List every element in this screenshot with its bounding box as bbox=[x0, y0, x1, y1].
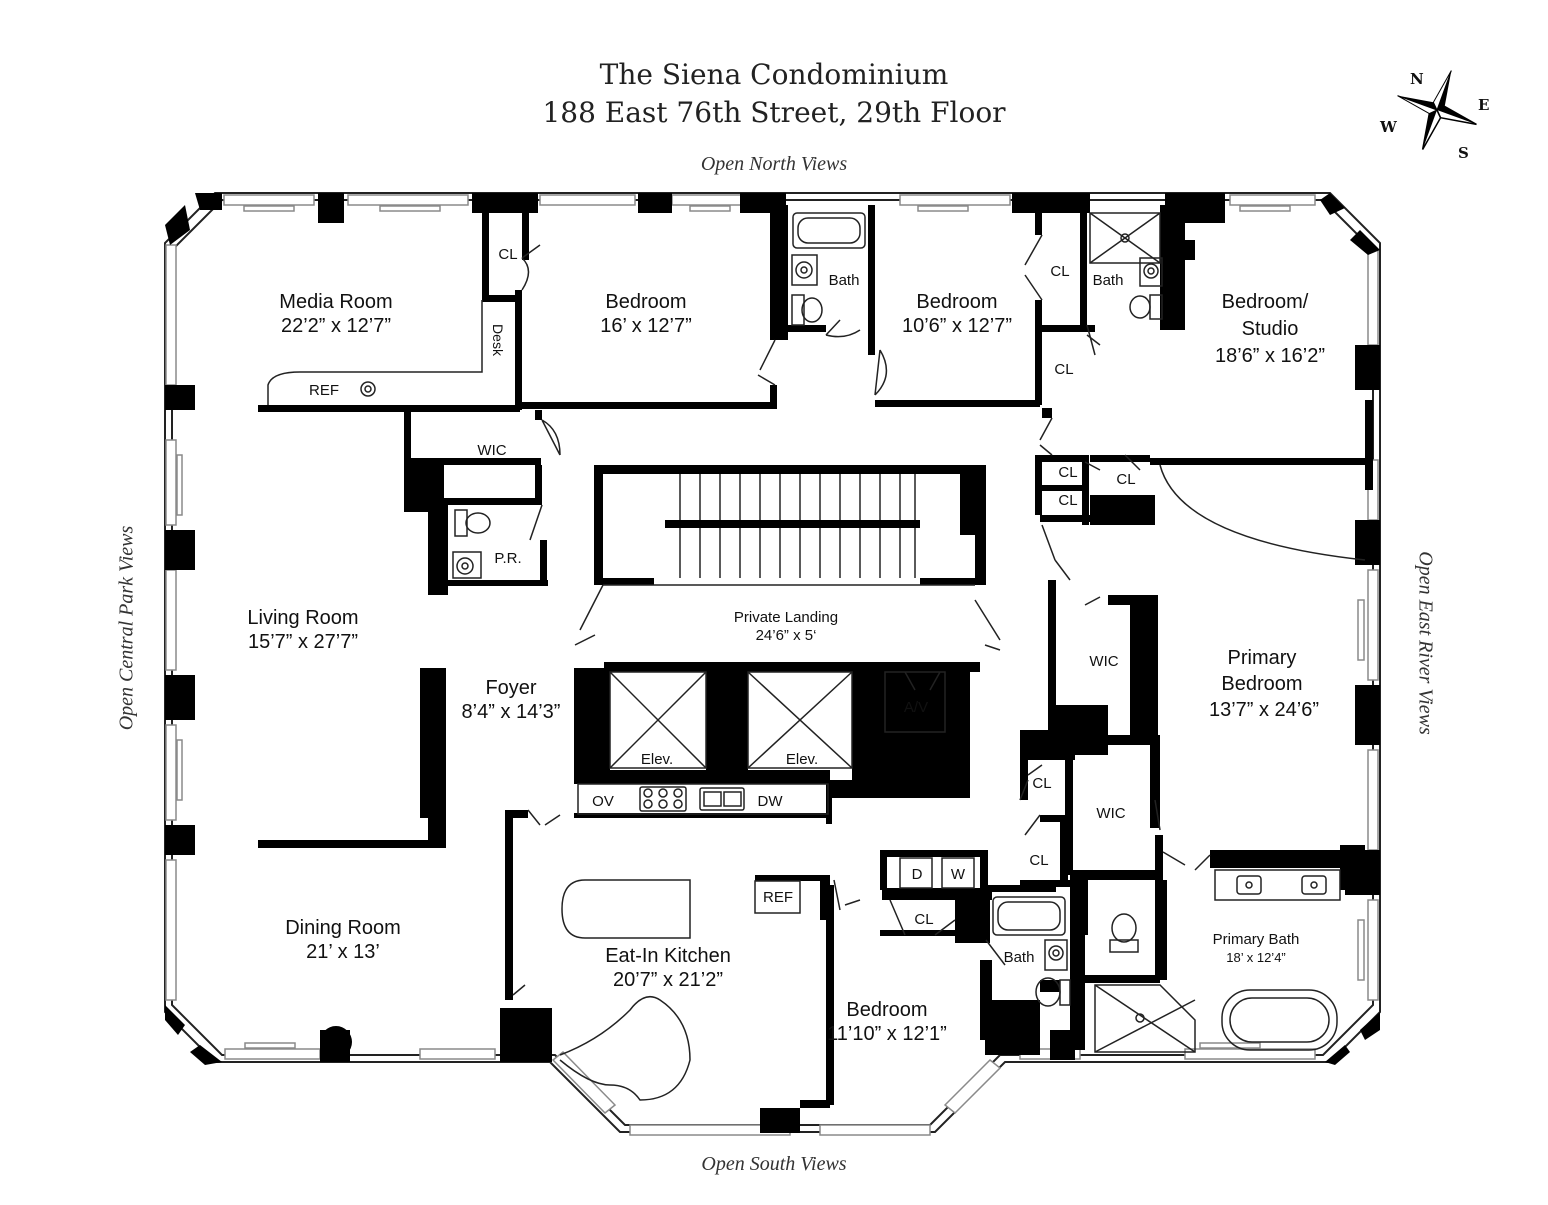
room-name: Bedroom bbox=[846, 999, 927, 1021]
room-name: Foyer bbox=[485, 677, 536, 699]
room-name: Eat-In Kitchen bbox=[605, 945, 731, 967]
ref-label: REF bbox=[309, 382, 339, 399]
room-name: Living Room bbox=[247, 607, 358, 629]
compass-n: N bbox=[1410, 70, 1424, 88]
ref-label: REF bbox=[763, 889, 793, 906]
small-labels: CL CL CL CL CL CL CL CL CL Bath Bath Bat… bbox=[309, 246, 1136, 966]
compass-icon bbox=[1397, 70, 1477, 150]
compass-w: W bbox=[1379, 118, 1398, 136]
room-size: 18’6” x 16’2” bbox=[1215, 345, 1325, 367]
room-size: 16’ x 12’7” bbox=[600, 315, 692, 337]
interior-walls bbox=[258, 205, 1380, 1108]
closet-label: CL bbox=[914, 911, 933, 928]
room-labels: Media Room 22’2” x 12’7” Bedroom 16’ x 1… bbox=[247, 291, 1325, 1045]
compass-e: E bbox=[1478, 96, 1489, 114]
view-label-north: Open North Views bbox=[700, 153, 848, 175]
closet-label: CL bbox=[1058, 492, 1077, 509]
wic-label: WIC bbox=[1096, 805, 1125, 822]
bath-label: Bath bbox=[1004, 949, 1035, 966]
room-name: Primary bbox=[1228, 647, 1297, 669]
room-name: Bedroom bbox=[916, 291, 997, 313]
room-name: Private Landing bbox=[734, 609, 838, 626]
av-label: A/V bbox=[904, 699, 928, 716]
room-size: 24’6” x 5‘ bbox=[756, 627, 817, 644]
wic-label: WIC bbox=[1089, 653, 1118, 670]
room-size: 11’10” x 12’1” bbox=[827, 1023, 947, 1045]
staircase bbox=[603, 474, 975, 586]
oven-label: OV bbox=[592, 793, 614, 810]
windows bbox=[165, 194, 1379, 1136]
desk-label: Desk bbox=[490, 324, 506, 357]
closet-label: CL bbox=[498, 246, 517, 263]
bath-label: Bath bbox=[829, 272, 860, 289]
room-size: 18’ x 12’4” bbox=[1226, 950, 1286, 965]
room-name: Bedroom bbox=[605, 291, 686, 313]
closet-label: CL bbox=[1116, 471, 1135, 488]
washer-label: W bbox=[951, 866, 966, 883]
plan-address: 188 East 76th Street, 29th Floor bbox=[542, 96, 1006, 129]
dryer-label: D bbox=[912, 866, 923, 883]
wic-label: WIC bbox=[477, 442, 506, 459]
compass-s: S bbox=[1458, 144, 1469, 162]
elevator-label: Elev. bbox=[786, 751, 818, 768]
exterior-walls bbox=[165, 193, 1380, 1133]
view-label-south: Open South Views bbox=[701, 1153, 847, 1175]
closet-label: CL bbox=[1058, 464, 1077, 481]
closet-label: CL bbox=[1032, 775, 1051, 792]
closet-label: CL bbox=[1054, 361, 1073, 378]
room-name: Primary Bath bbox=[1213, 931, 1300, 948]
room-size: 10’6” x 12’7” bbox=[902, 315, 1012, 337]
dishwasher-label: DW bbox=[758, 793, 784, 810]
room-size: 13’7” x 24’6” bbox=[1209, 699, 1319, 721]
room-size: 15’7” x 27’7” bbox=[248, 631, 358, 653]
powder-room-label: P.R. bbox=[494, 550, 521, 567]
elevator-label: Elev. bbox=[641, 751, 673, 768]
room-name-2: Studio bbox=[1242, 318, 1299, 340]
room-size: 22’2” x 12’7” bbox=[281, 315, 391, 337]
view-label-east: Open East River Views bbox=[1414, 551, 1437, 735]
room-name: Dining Room bbox=[285, 917, 401, 939]
view-label-west: Open Central Park Views bbox=[115, 525, 138, 731]
bath-label: Bath bbox=[1093, 272, 1124, 289]
plan-title: The Siena Condominium bbox=[599, 58, 949, 91]
room-name: Bedroom/ bbox=[1222, 291, 1309, 313]
room-name-2: Bedroom bbox=[1221, 673, 1302, 695]
room-size: 20’7” x 21’2” bbox=[613, 969, 723, 991]
closet-label: CL bbox=[1029, 852, 1048, 869]
room-name: Media Room bbox=[279, 291, 392, 313]
room-size: 21’ x 13’ bbox=[306, 941, 380, 963]
closet-label: CL bbox=[1050, 263, 1069, 280]
room-size: 8’4” x 14’3” bbox=[462, 701, 561, 723]
fixtures bbox=[267, 212, 1366, 1101]
